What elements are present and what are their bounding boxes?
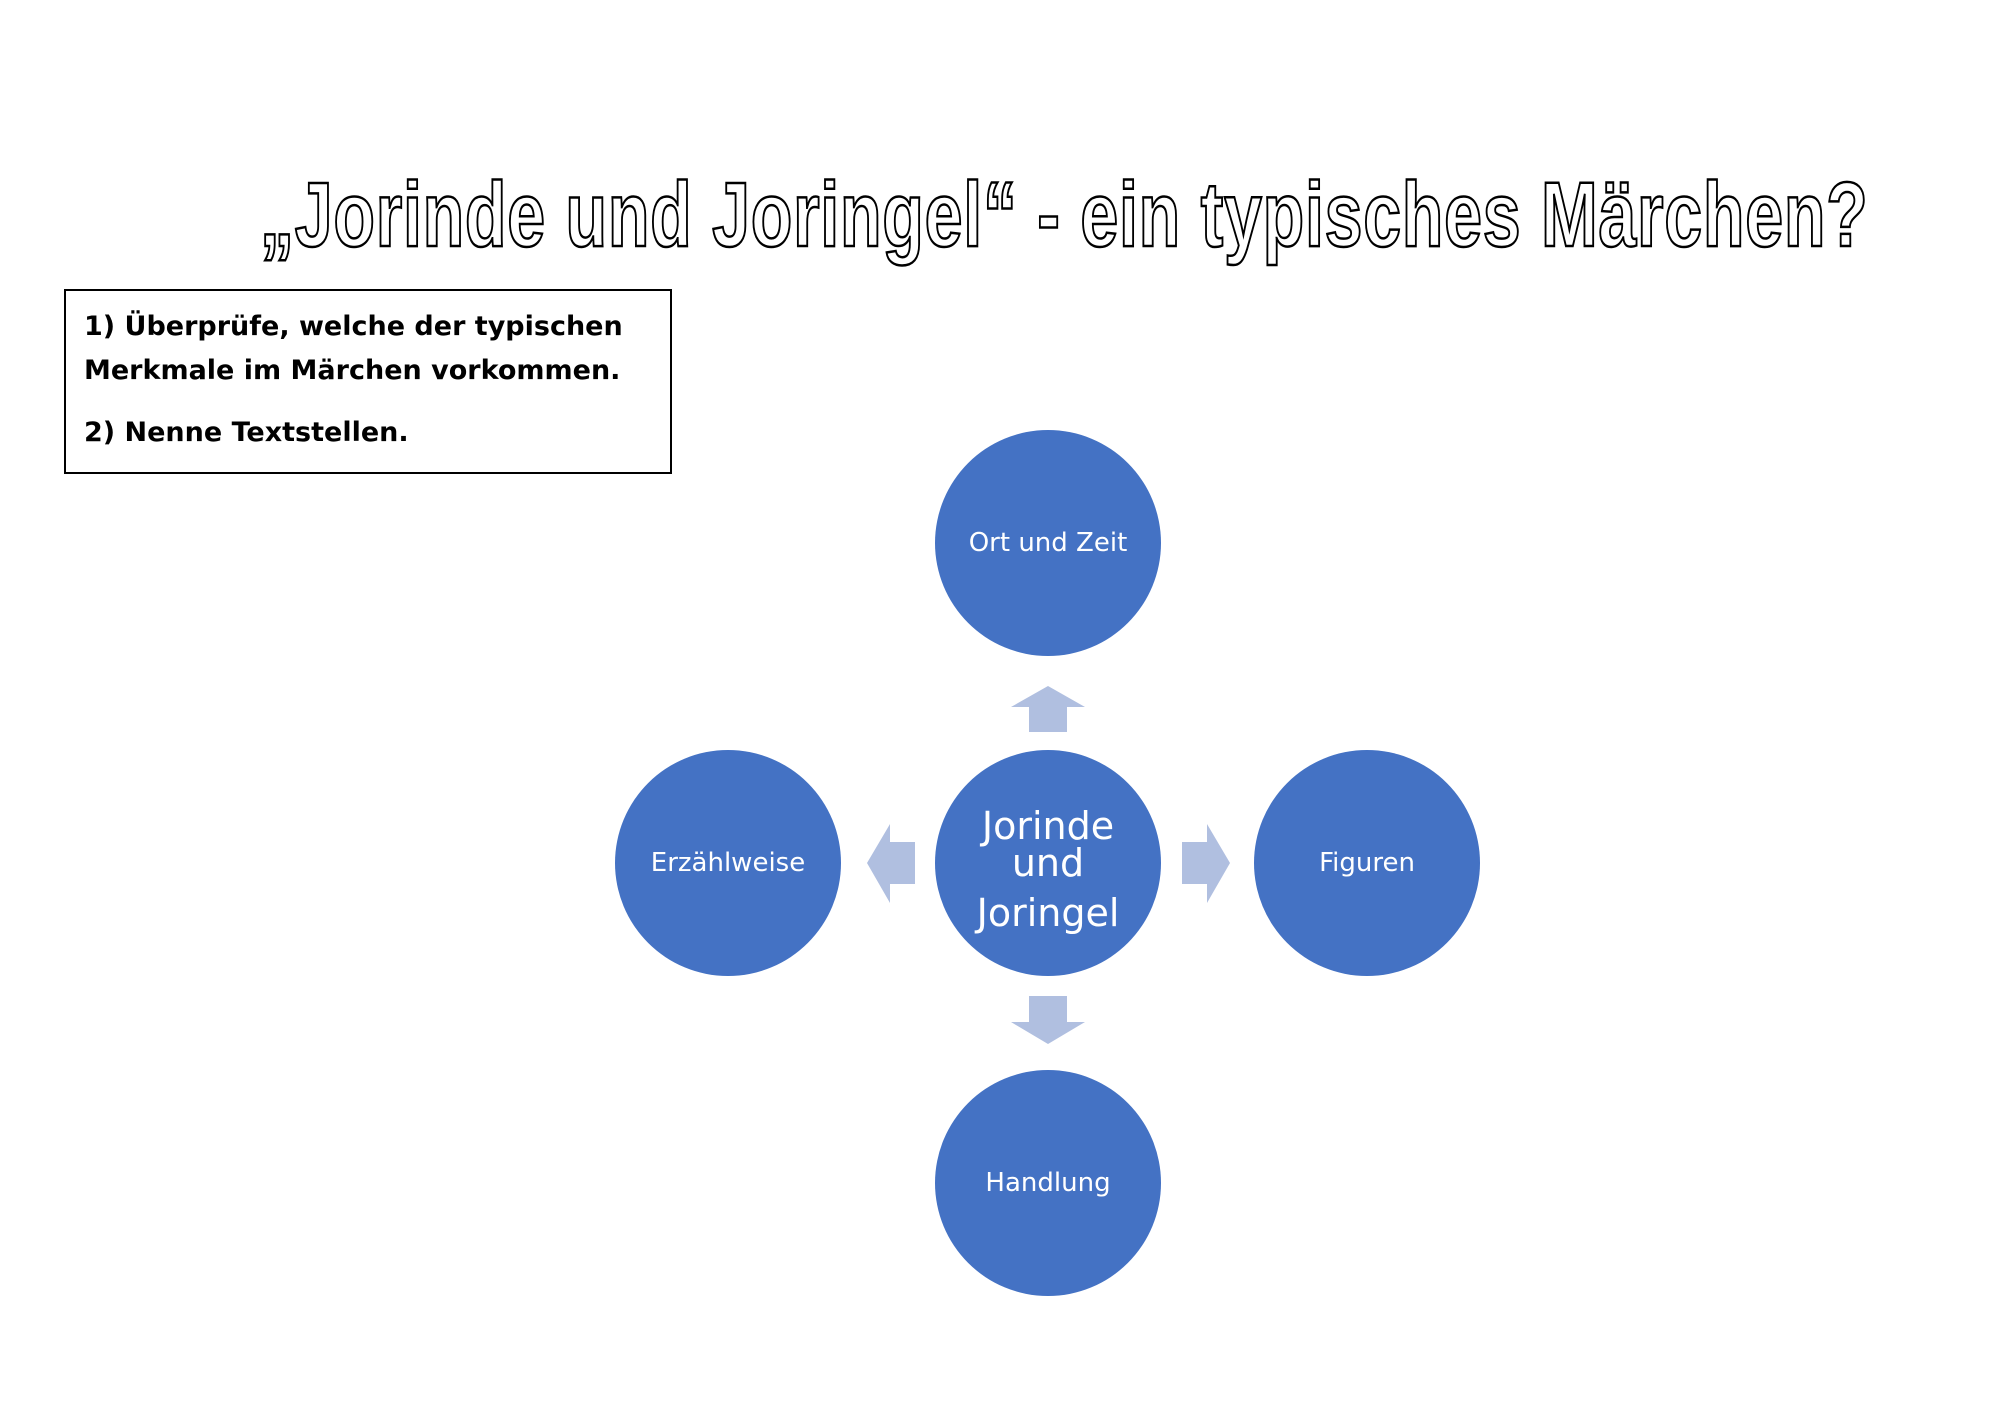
node-figuren: Figuren [1254,750,1480,976]
arrow-up-icon [1011,686,1085,732]
task-2: 2) Nenne Textstellen. [84,417,409,448]
arrow-right-icon [1182,824,1230,903]
center-node: Jorinde und Joringel [935,750,1161,976]
node-top-label: Ort und Zeit [969,528,1128,558]
task-box: 1) Überprüfe, welche der typischen Merkm… [64,289,672,474]
arrow-down-icon [1011,996,1085,1044]
node-left-label: Erzählweise [651,848,805,878]
center-node-circle [935,750,1161,976]
task-1-line-2: Merkmale im Märchen vorkommen. [84,355,621,386]
arrow-left-icon [867,824,915,903]
node-left-circle [615,750,841,976]
node-bottom-circle [935,1070,1161,1296]
node-bottom-label: Handlung [985,1168,1110,1198]
node-right-label: Figuren [1319,848,1415,878]
task-1-line-1: 1) Überprüfe, welche der typischen [84,311,623,342]
node-handlung: Handlung [935,1070,1161,1296]
center-node-label-1: Jorinde [980,804,1114,848]
node-ort-und-zeit: Ort und Zeit [935,430,1161,656]
page-title: „Jorinde und Joringel“ - ein typisches M… [259,164,1869,267]
node-right-circle [1254,750,1480,976]
center-node-label-2: und [1012,841,1084,885]
node-top-circle [935,430,1161,656]
center-node-label-3: Joringel [975,891,1120,935]
node-erzaehlweise: Erzählweise [615,750,841,976]
